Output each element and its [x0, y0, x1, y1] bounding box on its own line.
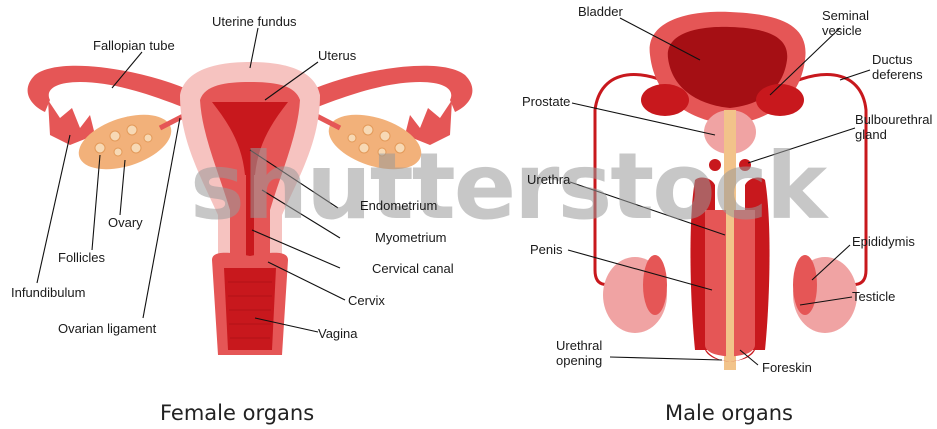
label-penis: Penis [530, 242, 563, 257]
seminal-vesicle-right [756, 84, 804, 116]
label-testicle: Testicle [852, 289, 895, 304]
label-vagina: Vagina [318, 326, 358, 341]
fallopian-tube-right [300, 66, 472, 112]
seminal-vesicle [641, 84, 689, 116]
label-epididymis: Epididymis [852, 234, 915, 249]
label-ovarian-ligament: Ovarian ligament [58, 321, 157, 336]
label-urethra: Urethra [527, 172, 571, 187]
epididymis [793, 255, 817, 315]
label-myometrium: Myometrium [375, 230, 447, 245]
caption-male: Male organs [665, 401, 793, 425]
label-cervical-canal: Cervical canal [372, 261, 454, 276]
watermark: shutterstock [190, 133, 829, 240]
label-endometrium: Endometrium [360, 198, 437, 213]
label-cervix: Cervix [348, 293, 385, 308]
fallopian-tube-left [28, 66, 200, 112]
ovary-left [72, 104, 178, 179]
label-uterus: Uterus [318, 48, 357, 63]
epididymis-left [643, 255, 667, 315]
label-fallopian-tube: Fallopian tube [93, 38, 175, 53]
label-follicles: Follicles [58, 250, 105, 265]
label-uterine-fundus: Uterine fundus [212, 14, 297, 29]
label-prostate: Prostate [522, 94, 570, 109]
label-bladder: Bladder [578, 4, 623, 19]
caption-female: Female organs [160, 401, 314, 425]
label-infundibulum: Infundibulum [11, 285, 85, 300]
label-foreskin: Foreskin [762, 360, 812, 375]
label-ovary: Ovary [108, 215, 143, 230]
